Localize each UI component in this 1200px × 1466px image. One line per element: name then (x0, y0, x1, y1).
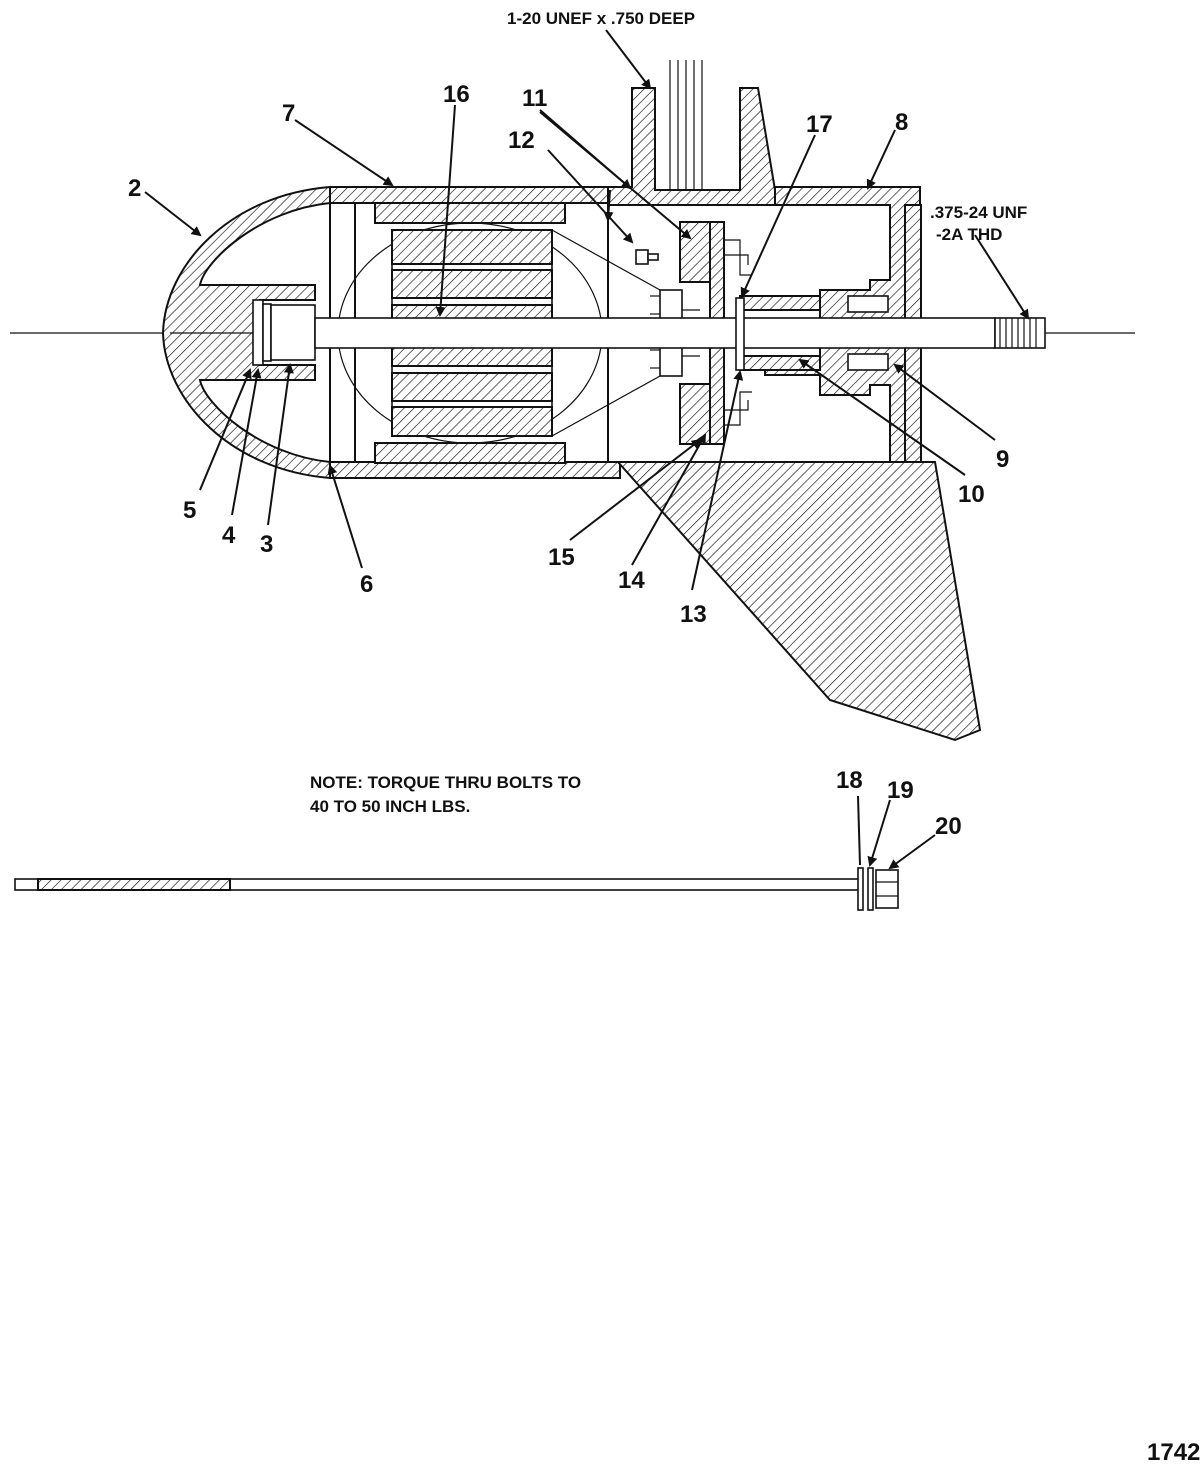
shaft (314, 297, 1046, 371)
magnet-bottom (374, 442, 566, 464)
part-label-12: 12 (508, 127, 535, 154)
torque-note-line1: NOTE: TORQUE THRU BOLTS TO (310, 773, 581, 792)
magnet-top (374, 202, 566, 224)
torque-note-line2: 40 TO 50 INCH LBS. (310, 797, 470, 816)
part-label-17: 17 (806, 111, 833, 138)
figure-number: 1742 (1147, 1439, 1200, 1466)
part-label-4: 4 (222, 522, 236, 549)
thread-spec-shaft-line1: .375-24 UNF (930, 203, 1027, 222)
part-label-2: 2 (128, 175, 141, 202)
steering-tube-wires (669, 60, 703, 190)
part-label-14: 14 (618, 567, 645, 594)
part-label-6: 6 (360, 571, 373, 598)
part-label-3: 3 (260, 531, 273, 558)
part-label-20: 20 (935, 813, 962, 840)
part-label-8: 8 (895, 109, 908, 136)
skeg-fin (615, 461, 982, 742)
part-label-13: 13 (680, 601, 707, 628)
part-label-9: 9 (996, 446, 1009, 473)
through-bolt (14, 795, 936, 911)
part-label-18: 18 (836, 767, 863, 794)
bearing-assembly (252, 299, 316, 366)
part-label-7: 7 (282, 100, 295, 127)
part-label-16: 16 (443, 81, 470, 108)
leader-lines (144, 29, 1030, 591)
part-label-10: 10 (958, 481, 985, 508)
screw-part-12 (635, 249, 659, 265)
part-label-11: 11 (522, 85, 547, 112)
part-label-15: 15 (548, 544, 575, 571)
thread-spec-shaft-line2: -2A THD (936, 225, 1002, 244)
thread-spec-top: 1-20 UNEF x .750 DEEP (507, 9, 695, 28)
part-label-5: 5 (183, 497, 196, 524)
part-label-19: 19 (887, 777, 914, 804)
